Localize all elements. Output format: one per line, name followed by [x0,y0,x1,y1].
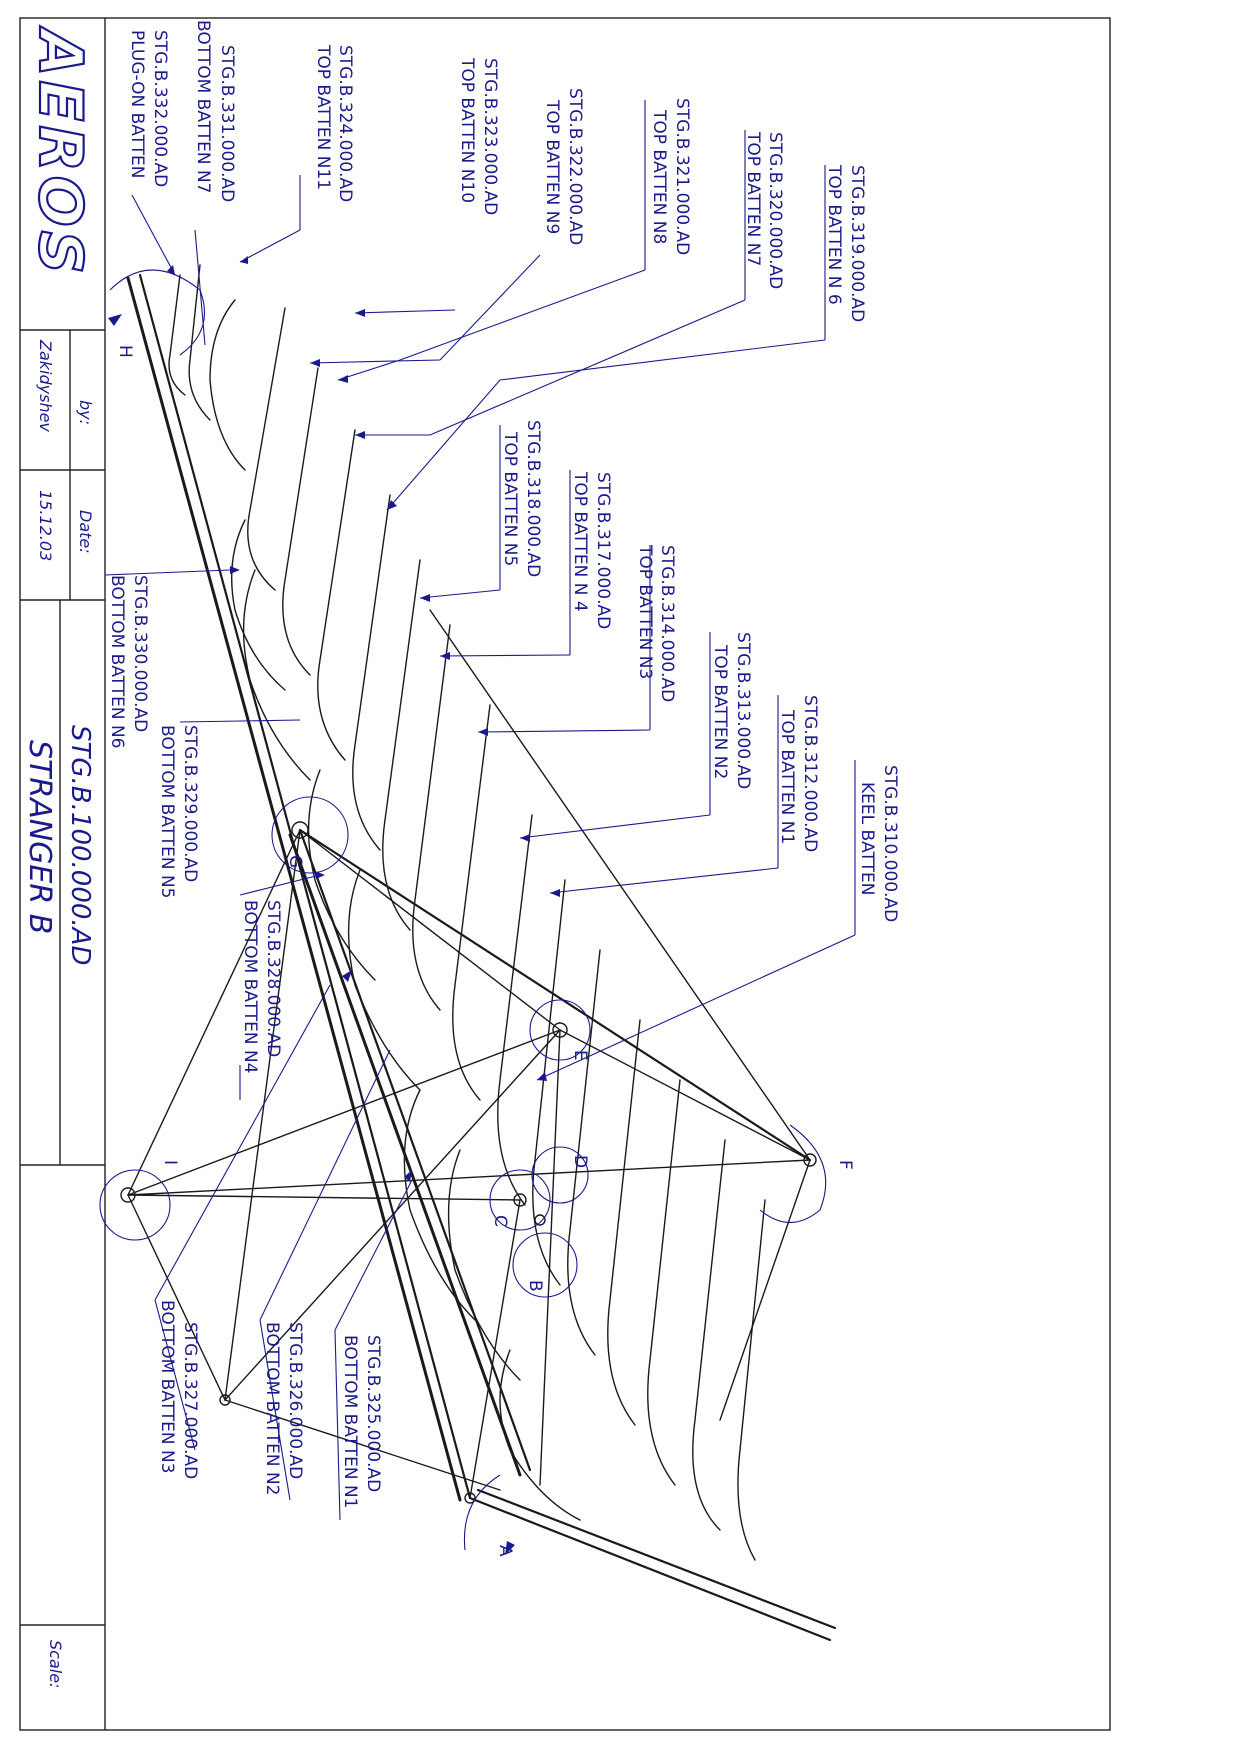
detail-label-e: E [570,1050,590,1061]
author-name: Zakidyshev [36,339,55,432]
callout-330-desc: BOTTOM BATTEN N6 [107,575,127,749]
callout-329-desc: BOTTOM BATTEN N5 [157,725,177,899]
callout-312-part: STG.B.312.000.AD [800,695,820,852]
detail-label-h: H [115,345,135,358]
callout-321-part: STG.B.321.000.AD [672,98,692,255]
callout-317-desc: TOP BATTEN N 4 [570,471,590,612]
callout-331-part: STG.B.331.000.AD [217,45,237,202]
callout-326-part: STG.B.326.000.AD [285,1322,305,1479]
callout-leaders [104,100,856,1521]
callout-330-part: STG.B.330.000.AD [130,575,150,732]
callout-327-desc: BOTTOM BATTEN N3 [157,1300,177,1474]
by-label: by: [76,400,95,425]
callout-322-part: STG.B.322.000.AD [565,88,585,245]
detail-label-i: I [160,1160,180,1165]
callout-332-desc: PLUG-ON BATTEN [127,30,147,179]
detail-circle-b [512,1232,578,1298]
callout-325-desc: BOTTOM BATTEN N1 [340,1335,360,1509]
callout-313-desc: TOP BATTEN N2 [710,644,730,779]
callout-314-desc: TOP BATTEN N3 [635,544,655,679]
callout-329-part: STG.B.329.000.AD [180,725,200,882]
detail-label-a: A [495,1545,515,1557]
detail-circle-d [531,1146,589,1204]
callout-310-desc: KEEL BATTEN [857,782,877,895]
callout-319-desc: TOP BATTEN N 6 [824,164,844,305]
date-label: Date: [76,510,95,554]
callout-320-part: STG.B.320.000.AD [765,132,785,289]
callout-320-desc: TOP BATTEN N7 [743,131,763,266]
detail-label-b: B [525,1280,545,1292]
detail-circle-i [99,1169,171,1241]
callout-326-desc: BOTTOM BATTEN N2 [262,1322,282,1496]
drawing-number: STG.B.100.000.AD [65,725,95,966]
detail-label-c: C [490,1215,510,1227]
detail-label-d: D [570,1155,590,1168]
detail-label-f: F [835,1160,855,1170]
scale-label: Scale: [46,1640,65,1688]
callout-318-desc: TOP BATTEN N5 [500,431,520,566]
detail-circle-g [271,796,349,874]
callout-331-desc: BOTTOM BATTEN N7 [193,20,213,194]
callout-310-part: STG.B.310.000.AD [880,765,900,922]
callout-labels: STG.B.332.000.AD PLUG-ON BATTEN STG.B.33… [107,20,900,1509]
detail-markers: A B C D E F G H I [99,269,855,1557]
drawing-border [19,17,1111,1731]
detail-circle-c [489,1169,551,1231]
detail-circle-f [759,1124,827,1223]
detail-circle-a [463,1474,501,1551]
callout-324-desc: TOP BATTEN N11 [313,44,333,190]
callout-313-part: STG.B.313.000.AD [733,632,753,789]
callout-318-part: STG.B.318.000.AD [523,420,543,577]
callout-327-part: STG.B.327.000.AD [180,1322,200,1479]
sail-assembly-drawing [120,264,837,1642]
callout-317-part: STG.B.317.000.AD [593,472,613,629]
callout-328-part: STG.B.328.000.AD [263,900,283,1057]
callout-324-part: STG.B.324.000.AD [335,45,355,202]
callout-323-part: STG.B.323.000.AD [480,58,500,215]
callout-332-part: STG.B.332.000.AD [150,30,170,187]
callout-319-part: STG.B.319.000.AD [847,165,867,322]
callout-323-desc: TOP BATTEN N10 [457,57,477,203]
detail-circle-e [529,999,591,1061]
title-block: AEROS by: Date: Zakidyshev 15.12.03 STG.… [20,18,106,1730]
callout-328-desc: BOTTOM BATTEN N4 [240,900,260,1074]
drawing-date: 15.12.03 [36,490,55,561]
detail-label-g: G [285,855,305,868]
drawing-name: STRANGER B [22,740,57,934]
callout-325-part: STG.B.325.000.AD [363,1335,383,1492]
callout-312-desc: TOP BATTEN N1 [777,709,797,844]
callout-314-part: STG.B.314.000.AD [657,545,677,702]
callout-321-desc: TOP BATTEN N8 [649,109,669,244]
callout-322-desc: TOP BATTEN N9 [542,99,562,234]
aeros-logo: AEROS [25,26,95,278]
